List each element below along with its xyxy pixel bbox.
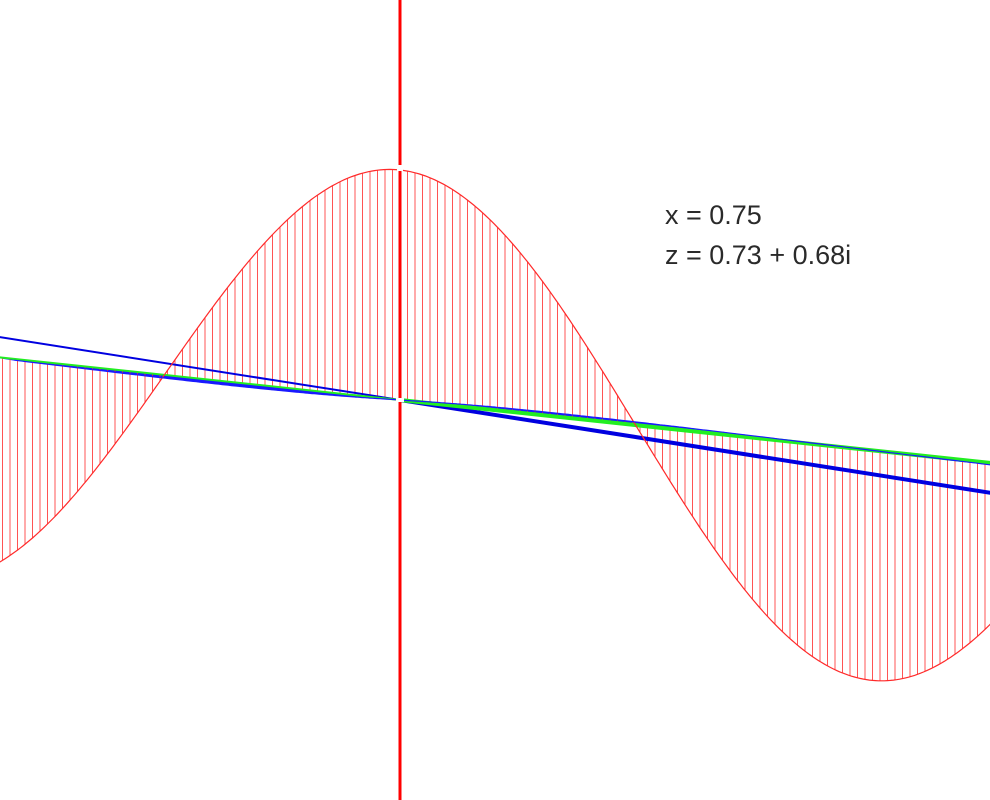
x-value-label: x = 0.75 <box>665 200 762 230</box>
imag-axis-back <box>0 336 401 401</box>
current-x-marker-axis <box>396 398 404 402</box>
real-part-hatch <box>2 169 986 681</box>
real-part-curve <box>0 168 990 682</box>
current-x-marker-top <box>397 165 403 171</box>
z-value-label: z = 0.73 + 0.68i <box>665 240 852 270</box>
value-readout: x = 0.75 z = 0.73 + 0.68i <box>665 195 851 275</box>
imag-part-curve <box>14 359 990 466</box>
x-axis-left <box>0 356 401 401</box>
x-axis-right <box>399 398 990 465</box>
imag-axis-front <box>399 398 990 495</box>
